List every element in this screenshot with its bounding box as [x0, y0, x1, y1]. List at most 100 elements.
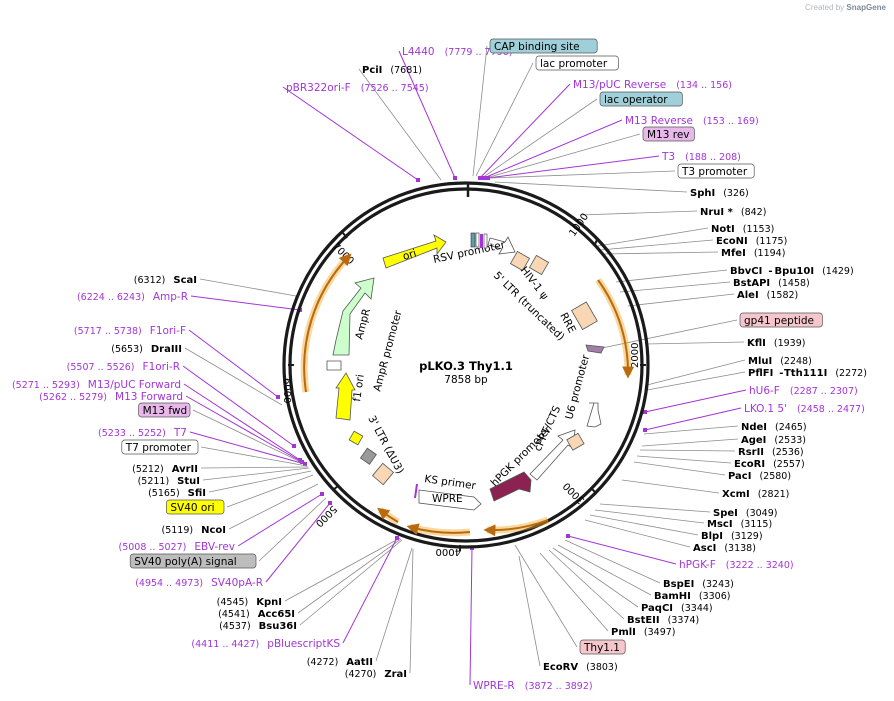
label-aatii: (4272)AatII: [307, 657, 373, 668]
label-scai: (6312)ScaI: [134, 275, 197, 286]
primer-mark-m13pucrev: [478, 176, 482, 180]
leader-bamhi: [557, 544, 652, 596]
f1-ori-label: f1 ori: [351, 374, 367, 403]
label-m13rev: M13 rev: [642, 126, 695, 142]
leader-mfei: [602, 251, 719, 255]
label-text-t7promoter: T7 promoter: [125, 442, 192, 454]
leader-cap: [472, 45, 488, 177]
primer-mark-t3: [486, 176, 490, 180]
label-mfei: MfeI(1194): [721, 248, 785, 259]
leader-hu6f: [644, 389, 747, 413]
label-m13pucfwd: (5271 .. 5293)M13/pUC Forward: [12, 379, 181, 391]
primer-mark-sv40par: [328, 501, 332, 505]
wpre-feature: [418, 489, 482, 511]
label-lacoperator: lac operator: [599, 91, 683, 107]
leader-aatii: [375, 547, 413, 662]
label-text-kfli: KflI(1939): [747, 338, 805, 349]
label-t7promoter: T7 promoter: [121, 439, 199, 455]
leader-scai: [199, 278, 297, 297]
label-xcmi: XcmI(2821): [722, 489, 789, 500]
label-bspei: BspEI(3243): [663, 579, 734, 590]
tick-mark-1000: [594, 237, 599, 245]
label-msci: MscI(3115): [707, 519, 772, 530]
label-stui: (5211)StuI: [138, 476, 200, 487]
label-alei: AleI(1582): [737, 290, 798, 301]
label-asci: AscI(3138): [693, 543, 756, 554]
label-nrui: NruI *(842): [700, 207, 766, 218]
label-text-ecorv: EcoRV(3803): [543, 662, 618, 673]
label-text-acc65i: (4541)Acc65I: [218, 609, 295, 620]
ks-primer-mark: [414, 483, 418, 499]
leader-pcii: [358, 68, 442, 181]
label-text-wprer: WPRE-R(3872 .. 3892): [473, 680, 593, 692]
label-text-kpni: (4545)KpnI: [217, 597, 282, 608]
label-pbr322orif: pBR322ori-F(7526 .. 7545): [286, 82, 429, 94]
label-box-lacoperator: [599, 91, 683, 107]
label-text-f1orif: (5717 .. 5738)F1ori-F: [74, 325, 186, 337]
label-m13rev: M13 Reverse(153 .. 169): [625, 115, 759, 127]
label-f1orir: (5507 .. 5526)F1ori-R: [67, 361, 180, 373]
label-text-ndei: NdeI(2465): [741, 422, 807, 433]
label-text-draiii: (5653)DraIII: [111, 344, 182, 355]
label-box-cap: [489, 38, 598, 54]
label-ebvrev: (5008 .. 5027)EBV-rev: [119, 541, 236, 553]
label-lacpromoter: lac promoter: [535, 55, 619, 71]
label-text-t3promoter: T3 promoter: [681, 166, 748, 178]
label-text-avrii: (5212)AvrII: [132, 464, 198, 475]
plasmid-size: 7858 bp: [444, 374, 488, 386]
leader-t7promoter: [200, 446, 308, 467]
label-text-sphi: SphI(326): [690, 188, 749, 199]
cap-binding-feature: [470, 232, 476, 248]
label-text-pbluescriptks: (4411 .. 4427)pBluescriptKS: [191, 638, 340, 650]
label-cap: CAP binding site: [489, 38, 598, 54]
label-text-sv40ori: SV40 ori: [170, 502, 214, 514]
leader-draiii: [184, 347, 283, 406]
label-text-bbvci: BbvCI-Bpu10I(1429): [730, 266, 854, 277]
label-text-paqci: PaqCI(3344): [641, 603, 713, 614]
label-paci: PacI(2580): [728, 471, 791, 482]
leader-m13fwd: [185, 395, 303, 463]
label-text-pflfi: PflFI-Tth111I(2272): [748, 368, 867, 379]
label-avrii: (5212)AvrII: [132, 464, 198, 475]
t3-promoter-feature: [483, 233, 488, 249]
sv40-polya-feature: [359, 447, 377, 465]
tick-label-6000: 6000: [281, 378, 292, 403]
label-text-xcmi: XcmI(2821): [722, 489, 789, 500]
label-bbvci: BbvCI-Bpu10I(1429): [730, 266, 854, 277]
label-sv40polya: SV40 poly(A) signal: [129, 553, 257, 569]
leader-hpgkf: [567, 535, 677, 565]
label-m13fwd: M13 fwd: [138, 402, 191, 418]
label-text-ampr: (6224 .. 6243)Amp-R: [77, 291, 188, 303]
label-text-asci: AscI(3138): [693, 543, 756, 554]
leader-bstapi: [619, 281, 731, 293]
ori-feature: [382, 234, 447, 269]
label-text-thy11: Thy1.1: [583, 642, 620, 654]
primer-mark-ebvrev: [320, 492, 324, 496]
leader-nrui: [579, 210, 698, 216]
leader-asci: [584, 519, 691, 548]
label-hu6f: hU6-F(2287 .. 2307): [749, 385, 858, 397]
label-text-lacpromoter: lac promoter: [540, 58, 608, 70]
label-bstapi: BstAPI(1458): [733, 278, 810, 289]
label-text-spei: SpeI(3049): [713, 508, 777, 519]
label-acc65i: (4541)Acc65I: [218, 609, 295, 620]
leader-bsteii: [548, 549, 625, 620]
label-l4440: L4440(7779 .. 7796): [402, 46, 512, 58]
label-f1orif: (5717 .. 5738)F1ori-F: [74, 325, 186, 337]
label-text-stui: (5211)StuI: [138, 476, 200, 487]
leader-f1orif: [188, 329, 279, 398]
leader-sphi: [494, 181, 688, 193]
primer-mark-m13rev: [482, 176, 486, 180]
leader-agei: [641, 438, 739, 447]
label-text-mlui: MluI(2248): [748, 356, 812, 367]
label-mlui: MluI(2248): [748, 356, 812, 367]
orf-arc-4: [377, 507, 399, 523]
label-pcii: PciI(7681): [362, 65, 422, 76]
label-kpni: (4545)KpnI: [217, 597, 282, 608]
leader-f1orir: [182, 365, 295, 447]
label-text-blpi: BlpI(3129): [701, 531, 763, 542]
label-box-lacpromoter: [535, 55, 619, 71]
leader-sv40ori: [226, 474, 314, 508]
label-text-paci: PacI(2580): [728, 471, 791, 482]
label-box-m13rev: [642, 126, 695, 142]
